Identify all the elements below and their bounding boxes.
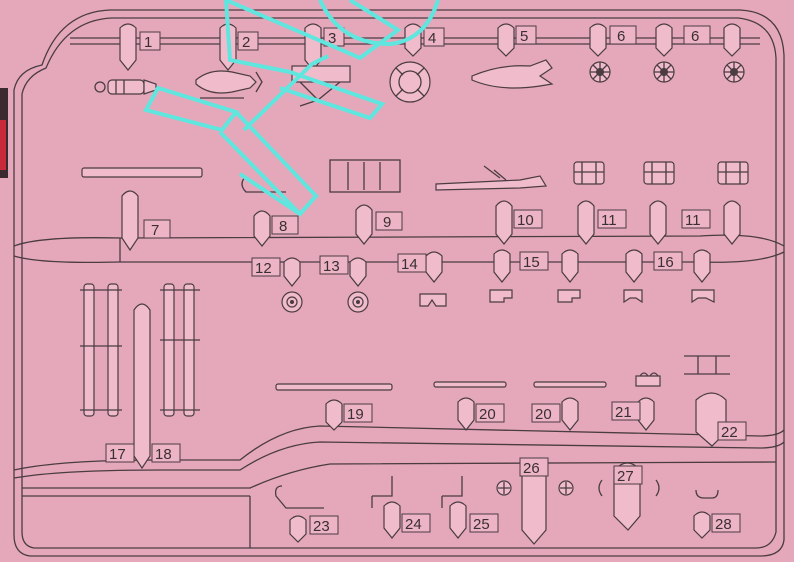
part-label-6a: 6	[617, 28, 625, 45]
part-label-25: 25	[473, 516, 490, 533]
part-wheels-12-13	[281, 291, 369, 313]
part-rod-7	[81, 167, 203, 178]
part-label-15: 15	[523, 254, 540, 271]
part-label-18: 18	[155, 446, 172, 463]
part-plate-15	[489, 289, 513, 303]
part-ladder-9	[329, 159, 401, 193]
part-label-27: 27	[617, 468, 634, 485]
part-saddle-16	[623, 289, 643, 304]
part-label-22: 22	[721, 424, 738, 441]
part-25	[441, 476, 463, 508]
part-bracket-23	[274, 485, 324, 509]
part-label-1: 1	[144, 34, 152, 51]
part-label-19: 19	[347, 406, 364, 423]
part-label-5: 5	[520, 28, 528, 45]
part-22	[684, 355, 730, 375]
part-label-14: 14	[401, 256, 418, 273]
part-label-9: 9	[383, 214, 391, 231]
part-label-12: 12	[255, 260, 272, 277]
sprue-frame	[13, 9, 785, 557]
part-rod-20b	[533, 381, 607, 388]
part-label-20b: 20	[535, 406, 552, 423]
part-label-11b: 11	[685, 212, 701, 229]
part-saddle-16b	[691, 289, 715, 304]
part-label-10: 10	[517, 212, 534, 229]
part-21	[635, 372, 661, 387]
part-wheels	[589, 61, 745, 83]
part-rod-20a	[433, 381, 507, 388]
part-clip-14	[419, 293, 447, 307]
part-label-16: 16	[657, 254, 674, 271]
part-label-6b: 6	[691, 28, 699, 45]
part-label-2: 2	[242, 34, 250, 51]
part-rocket	[94, 79, 157, 95]
part-label-13: 13	[323, 258, 340, 275]
part-label-23: 23	[313, 518, 330, 535]
part-ladder-18	[160, 283, 200, 417]
part-fuselage	[471, 59, 554, 89]
part-capsule	[195, 70, 263, 99]
part-plate-15b	[557, 289, 581, 303]
gate-group-top	[119, 23, 741, 71]
part-label-17: 17	[109, 446, 126, 463]
part-label-11a: 11	[601, 212, 617, 229]
part-label-28: 28	[715, 516, 732, 533]
runner-lower	[13, 425, 785, 471]
part-label-7: 7	[151, 222, 159, 239]
part-label-26: 26	[523, 460, 540, 477]
part-label-24: 24	[405, 516, 422, 533]
part-ladder-17	[80, 283, 122, 417]
part-label-4: 4	[428, 30, 436, 47]
part-label-21: 21	[615, 404, 632, 421]
part-gun-10	[435, 165, 548, 191]
part-label-3: 3	[328, 30, 336, 47]
part-24	[371, 476, 393, 508]
part-ring	[389, 61, 431, 103]
part-label-8: 8	[279, 218, 287, 235]
cyan-marker-overlay	[143, 0, 440, 217]
part-seats-11	[573, 161, 749, 185]
part-rod-19	[275, 383, 393, 391]
part-number-labels: 1 2 3 4 5 6 6 7 8 9 10 11 11 12 13 14 15…	[105, 25, 747, 535]
part-label-20a: 20	[479, 406, 496, 423]
part-28	[695, 489, 719, 499]
